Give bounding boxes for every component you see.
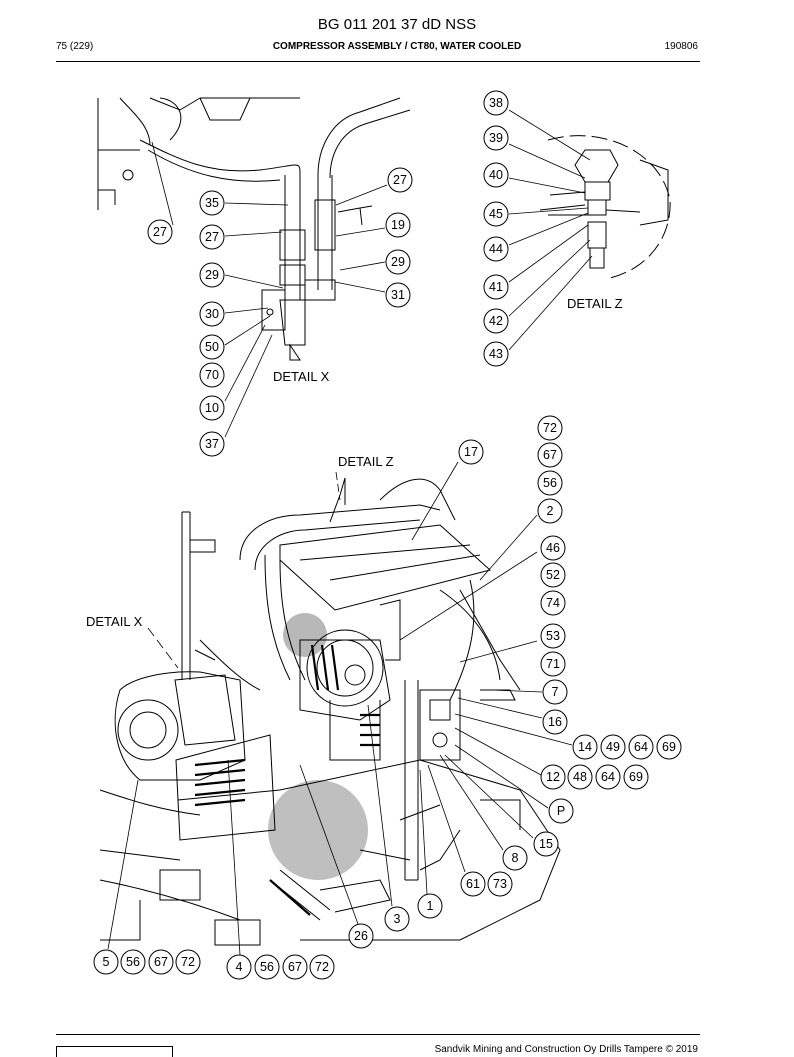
callout-19: 19 bbox=[391, 218, 405, 232]
callout-27: 27 bbox=[205, 230, 219, 244]
callout-7: 7 bbox=[552, 685, 559, 699]
callout-27: 27 bbox=[393, 173, 407, 187]
callout-56: 56 bbox=[260, 960, 274, 974]
callout-10: 10 bbox=[205, 401, 219, 415]
callout-39: 39 bbox=[489, 131, 503, 145]
header-rule bbox=[56, 61, 700, 62]
callout-1: 1 bbox=[427, 899, 434, 913]
callout-26: 26 bbox=[354, 929, 368, 943]
callout-40: 40 bbox=[489, 168, 503, 182]
callout-43: 43 bbox=[489, 347, 503, 361]
callout-42: 42 bbox=[489, 314, 503, 328]
callout-16: 16 bbox=[548, 715, 562, 729]
copyright-notice: Sandvik Mining and Construction Oy Drill… bbox=[434, 1044, 698, 1055]
callout-circles bbox=[93, 90, 682, 980]
callout-37: 37 bbox=[205, 437, 219, 451]
callout-45: 45 bbox=[489, 207, 503, 221]
callout-29: 29 bbox=[205, 268, 219, 282]
page-title: COMPRESSOR ASSEMBLY / CT80, WATER COOLED bbox=[272, 41, 522, 52]
callout-labels: 38 39 40 45 44 41 42 43 35 27 27 27 19 2… bbox=[103, 96, 676, 974]
callout-p: P bbox=[557, 804, 565, 818]
callout-31: 31 bbox=[391, 288, 405, 302]
callout-46: 46 bbox=[546, 541, 560, 555]
footer-rule bbox=[56, 1034, 700, 1035]
callout-50: 50 bbox=[205, 340, 219, 354]
document-id: BG 011 201 37 dD NSS bbox=[317, 16, 477, 33]
callout-70: 70 bbox=[205, 368, 219, 382]
detail-hatching bbox=[194, 644, 380, 916]
detail-x-label: DETAIL X bbox=[273, 369, 330, 384]
callout-67: 67 bbox=[288, 960, 302, 974]
callout-35: 35 bbox=[205, 196, 219, 210]
detail-z-callout-label: DETAIL Z bbox=[338, 454, 394, 469]
callout-8: 8 bbox=[512, 851, 519, 865]
callout-3: 3 bbox=[394, 912, 401, 926]
detail-labels: DETAIL X DETAIL Z DETAIL Z DETAIL X bbox=[86, 296, 623, 629]
callout-15: 15 bbox=[539, 837, 553, 851]
callout-53: 53 bbox=[546, 629, 560, 643]
callout-17: 17 bbox=[464, 445, 478, 459]
callout-61: 61 bbox=[466, 877, 480, 891]
callout-5: 5 bbox=[103, 955, 110, 969]
callout-41: 41 bbox=[489, 280, 503, 294]
page-number: 75 (229) bbox=[56, 41, 94, 52]
callout-67: 67 bbox=[154, 955, 168, 969]
revision-date: 190806 bbox=[664, 41, 698, 52]
callout-56: 56 bbox=[126, 955, 140, 969]
callout-30: 30 bbox=[205, 307, 219, 321]
callout-29: 29 bbox=[391, 255, 405, 269]
callout-72: 72 bbox=[181, 955, 195, 969]
callout-48: 48 bbox=[573, 770, 587, 784]
callout-38: 38 bbox=[489, 96, 503, 110]
callout-27: 27 bbox=[153, 225, 167, 239]
callout-71: 71 bbox=[546, 657, 560, 671]
callout-73: 73 bbox=[493, 877, 507, 891]
callout-69: 69 bbox=[662, 740, 676, 754]
callout-72: 72 bbox=[543, 421, 557, 435]
callout-67: 67 bbox=[543, 448, 557, 462]
callout-56: 56 bbox=[543, 476, 557, 490]
callout-69: 69 bbox=[629, 770, 643, 784]
callout-72: 72 bbox=[315, 960, 329, 974]
detail-x-callout-label: DETAIL X bbox=[86, 614, 143, 629]
callout-12: 12 bbox=[546, 770, 560, 784]
callout-44: 44 bbox=[489, 242, 503, 256]
callout-64: 64 bbox=[634, 740, 648, 754]
line-art bbox=[97, 97, 671, 946]
callout-14: 14 bbox=[578, 740, 592, 754]
callout-64: 64 bbox=[601, 770, 615, 784]
callout-49: 49 bbox=[606, 740, 620, 754]
sandvik-logo bbox=[56, 1046, 173, 1057]
detail-z-label: DETAIL Z bbox=[567, 296, 623, 311]
callout-74: 74 bbox=[546, 596, 560, 610]
highlight-areas bbox=[268, 613, 368, 880]
callout-4: 4 bbox=[236, 960, 243, 974]
callout-2: 2 bbox=[547, 504, 554, 518]
leader-lines bbox=[107, 109, 593, 956]
callout-52: 52 bbox=[546, 568, 560, 582]
